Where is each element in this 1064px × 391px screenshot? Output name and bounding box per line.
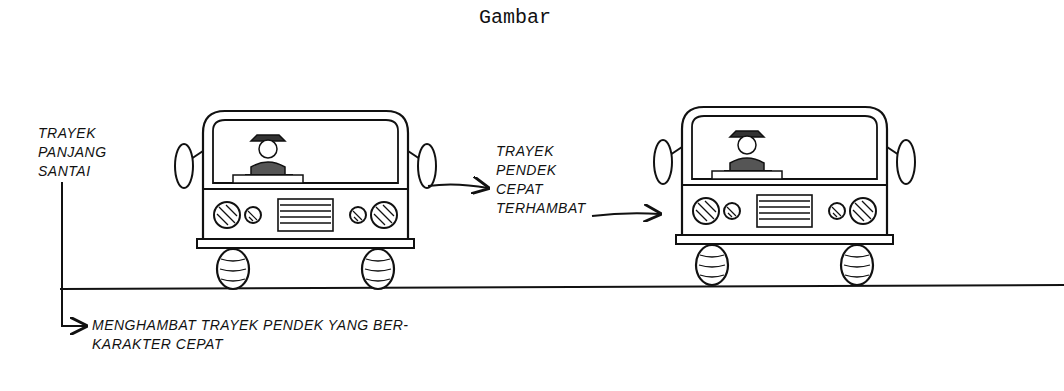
vehicle-long-route bbox=[175, 111, 436, 289]
ground-line bbox=[60, 285, 1064, 289]
note-label: MENGHAMBAT TRAYEK PENDEK YANG BER-KARAKT… bbox=[92, 316, 422, 354]
note-label: TRAYEK PANJANG SANTAI bbox=[38, 124, 116, 181]
arrow bbox=[428, 184, 488, 188]
arrow bbox=[592, 213, 660, 216]
note-label: TRAYEK PENDEK CEPAT TERHAMBAT bbox=[496, 142, 588, 218]
title: Gambar bbox=[455, 6, 575, 29]
vehicle-short-route bbox=[654, 107, 915, 285]
leader-line bbox=[62, 182, 86, 326]
